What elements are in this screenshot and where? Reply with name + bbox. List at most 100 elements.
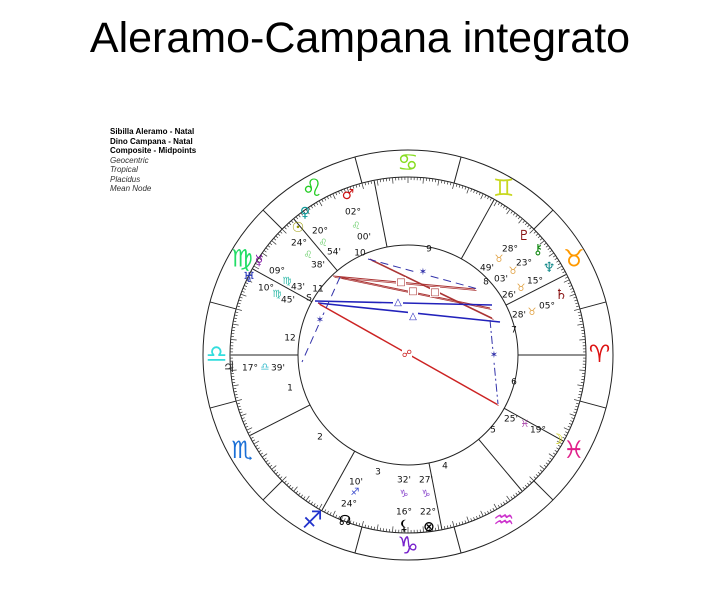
degree-tick bbox=[529, 226, 532, 230]
degree-tick bbox=[500, 203, 503, 207]
degree-tick bbox=[476, 515, 478, 519]
degree-tick bbox=[441, 180, 443, 184]
degree-tick bbox=[579, 388, 583, 390]
degree-tick bbox=[577, 384, 584, 387]
degree-tick bbox=[560, 268, 564, 271]
degree-tick bbox=[480, 510, 484, 517]
degree-tick bbox=[480, 193, 484, 200]
degree-tick bbox=[250, 436, 254, 439]
degree-tick bbox=[236, 305, 240, 308]
degree-tick bbox=[458, 522, 461, 526]
house-number: 5 bbox=[490, 426, 496, 436]
degree-tick bbox=[557, 263, 561, 266]
aspect-glyph-bg bbox=[315, 315, 325, 325]
degree-tick bbox=[230, 369, 237, 371]
degree-tick bbox=[449, 524, 452, 528]
degree-tick bbox=[288, 484, 292, 488]
degree-tick bbox=[269, 464, 273, 468]
house-number: 8 bbox=[483, 278, 489, 288]
pluto-minutes: 49' bbox=[480, 264, 494, 274]
degree-tick bbox=[235, 308, 242, 311]
degree-tick bbox=[273, 469, 277, 473]
degree-tick bbox=[473, 189, 476, 193]
degree-tick bbox=[500, 503, 503, 507]
degree-tick bbox=[565, 276, 569, 279]
degree-tick bbox=[510, 496, 513, 500]
degree-tick bbox=[234, 314, 238, 316]
sign-boundary bbox=[262, 480, 283, 501]
degree-tick bbox=[452, 521, 455, 528]
degree-tick bbox=[271, 240, 277, 245]
degree-tick bbox=[346, 516, 350, 523]
degree-tick bbox=[303, 496, 306, 500]
degree-tick bbox=[478, 192, 481, 196]
part-of-fortune-degrees: 22° bbox=[420, 508, 436, 518]
aspect-glyph-bg bbox=[393, 297, 403, 307]
degree-tick bbox=[273, 237, 277, 241]
degree-tick bbox=[233, 320, 237, 322]
degree-tick bbox=[524, 484, 528, 488]
degree-tick bbox=[236, 402, 240, 405]
degree-tick bbox=[455, 183, 458, 187]
degree-tick bbox=[554, 257, 558, 260]
degree-tick bbox=[376, 179, 379, 186]
degree-tick bbox=[473, 517, 476, 521]
aspect-glyph-bg bbox=[396, 277, 406, 287]
legend-line: Sibilla Aleramo - Natal bbox=[110, 127, 195, 136]
degree-tick bbox=[288, 222, 292, 226]
degree-tick bbox=[574, 308, 581, 311]
degree-tick bbox=[298, 214, 301, 218]
sign-boundary bbox=[354, 156, 363, 184]
degree-tick bbox=[513, 212, 516, 216]
lilith-icon: ⚸ bbox=[399, 518, 409, 534]
degree-tick bbox=[529, 476, 535, 482]
house-cusp bbox=[373, 181, 388, 248]
degree-tick bbox=[358, 183, 361, 187]
degree-tick bbox=[241, 290, 245, 293]
degree-tick bbox=[537, 235, 541, 239]
degree-tick bbox=[313, 203, 316, 207]
degree-tick bbox=[261, 453, 268, 458]
aspect-line-trine bbox=[314, 300, 493, 306]
degree-tick bbox=[237, 405, 241, 408]
degree-tick bbox=[355, 522, 358, 526]
legend-line: Mean Node bbox=[110, 184, 152, 193]
degree-tick bbox=[338, 515, 340, 519]
sign-boundary bbox=[453, 526, 462, 554]
degree-tick bbox=[340, 517, 343, 521]
degree-tick bbox=[447, 525, 449, 529]
degree-tick bbox=[492, 507, 495, 511]
moon-icon: ☽ bbox=[551, 432, 564, 448]
sign-boundary bbox=[354, 526, 363, 554]
degree-tick bbox=[279, 476, 283, 479]
degree-tick bbox=[267, 462, 271, 465]
degree-tick bbox=[245, 282, 249, 285]
pluto-icon: ♇ bbox=[518, 228, 531, 244]
degree-tick bbox=[245, 425, 249, 428]
degree-tick bbox=[437, 524, 440, 531]
degree-tick bbox=[335, 192, 338, 196]
degree-tick bbox=[573, 411, 577, 414]
degree-tick bbox=[255, 263, 259, 266]
degree-tick bbox=[286, 482, 289, 486]
degree-tick bbox=[253, 265, 260, 270]
house-number: 7 bbox=[511, 326, 517, 336]
degree-tick bbox=[556, 447, 560, 450]
saturn-degrees: 05° bbox=[539, 302, 555, 312]
degree-tick bbox=[517, 216, 521, 220]
degree-tick bbox=[476, 191, 478, 195]
degree-tick bbox=[364, 524, 367, 528]
degree-tick bbox=[281, 228, 287, 234]
degree-tick bbox=[557, 444, 561, 447]
aspect-sextile-icon: ✶ bbox=[316, 315, 324, 326]
degree-tick bbox=[235, 399, 242, 402]
house-number: 4 bbox=[442, 462, 448, 472]
house-number: 6 bbox=[511, 378, 517, 388]
extra-mark: S bbox=[306, 294, 312, 304]
degree-tick bbox=[563, 427, 570, 431]
degree-tick bbox=[255, 444, 259, 447]
aspect-square-icon: □ bbox=[396, 277, 405, 288]
house-number: 1 bbox=[287, 384, 293, 394]
sun-minutes: 38' bbox=[311, 261, 325, 271]
degree-tick bbox=[571, 417, 575, 420]
